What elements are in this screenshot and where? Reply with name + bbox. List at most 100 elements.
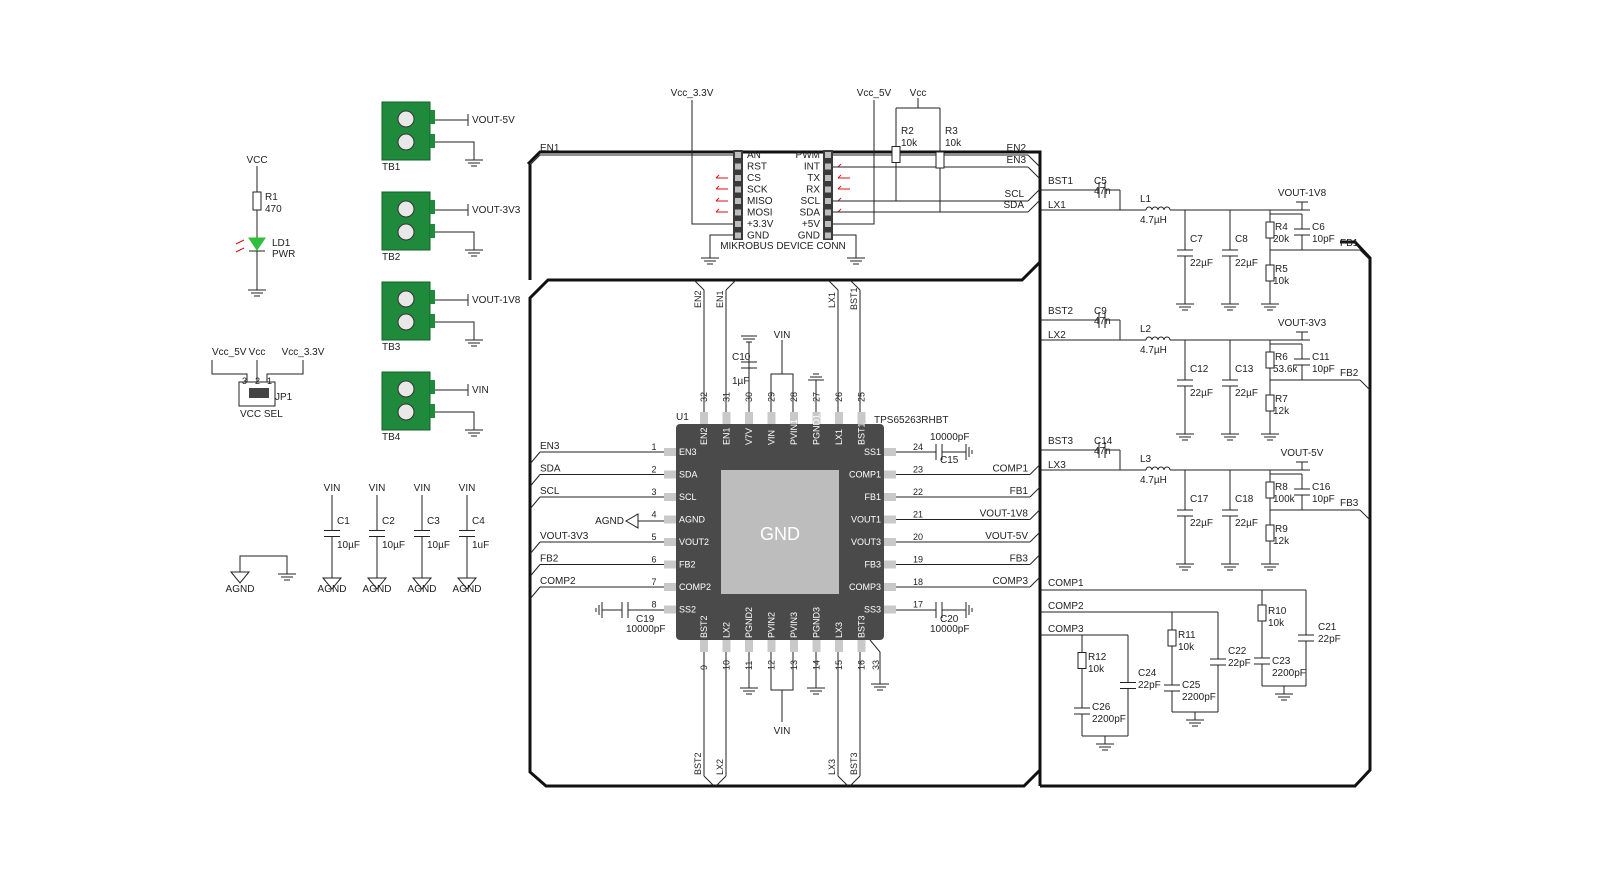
c10-value: 1µF [732, 376, 749, 387]
bootstrap-ref: C14 [1094, 436, 1113, 447]
header-pin [735, 152, 741, 158]
c19-ref: C19 [636, 614, 655, 625]
terminal-gnd-wire [435, 231, 475, 242]
agnd-tie-label: AGND [226, 584, 255, 595]
inductor-ref: L2 [1140, 324, 1152, 335]
r3-resistor [935, 151, 945, 169]
mikrobus-right-label: +5V [802, 219, 820, 230]
chip-pin-name: COMP3 [849, 582, 881, 592]
chip-part-number: TPS65263RHBT [874, 415, 948, 426]
terminal-block [430, 404, 435, 418]
mikrobus-left-label: SCK [747, 185, 768, 196]
header-pin [735, 232, 741, 239]
inductor [1145, 206, 1171, 211]
jumper-pin-number: 2 [255, 376, 260, 386]
vcc5-label: Vcc_5V [857, 88, 892, 99]
chip-pin-bottom [767, 640, 776, 652]
chip-pin-right [884, 560, 896, 569]
c25-value: 2200pF [1182, 692, 1216, 703]
chip-net-label: SCL [540, 486, 560, 497]
chip-pin-number: 3 [651, 487, 656, 497]
feedback-r-bot-value: 12k [1273, 406, 1290, 417]
bus-entry [1027, 154, 1041, 168]
chip-pin-name: PVIN3 [789, 612, 799, 638]
chip-pin-bottom [812, 640, 821, 652]
chip-pin-number: 28 [789, 392, 799, 402]
bst-net-label: BST3 [1048, 436, 1073, 447]
chip-net-label: FB1 [1010, 486, 1029, 497]
vcc-label: Vcc [910, 88, 927, 99]
chip-pin-name: VOUT2 [679, 537, 709, 547]
feedforward-value: 10pF [1312, 364, 1335, 375]
r3-ref: R3 [945, 126, 958, 137]
chip-pin-number: 23 [913, 465, 923, 475]
chip-pin-top [835, 412, 843, 424]
chip-pin-number: 6 [651, 555, 656, 565]
bootstrap-value: 47n [1094, 446, 1111, 457]
bootstrap-value: 47n [1094, 186, 1111, 197]
chip-pin-top [745, 412, 753, 424]
decoupling-agnd [321, 577, 343, 590]
mikrobus-right-label: PWM [796, 150, 820, 161]
chip-pin-number: 26 [834, 392, 844, 402]
vin-bottom-label: VIN [774, 726, 791, 737]
terminal-net-label: VOUT-1V8 [472, 295, 521, 306]
feedback-r-top-ref: R8 [1275, 482, 1288, 493]
led-vcc-label: VCC [246, 155, 267, 166]
chip-pin-top [722, 412, 731, 424]
chip-ref: U1 [676, 412, 689, 423]
chip-pin-left [664, 560, 676, 569]
chip-pin-right [884, 470, 896, 479]
chip-pin-name: AGND [679, 515, 706, 525]
output-cap-value: 22µF [1235, 258, 1258, 269]
vcc33-wire [691, 100, 733, 225]
c26-ref: C26 [1092, 702, 1111, 713]
terminal-gnd-wire [435, 411, 475, 422]
c19-value: 10000pF [626, 624, 665, 635]
chip-net-label: COMP3 [992, 576, 1028, 587]
decoupling-agnd-label: AGND [453, 584, 482, 595]
bus-entry [1029, 486, 1041, 498]
chip-pin-left [664, 515, 676, 524]
terminal-screw [397, 223, 415, 241]
signal-direction-arrow [715, 174, 720, 179]
feedback-r-top-ref: R4 [1275, 222, 1288, 233]
decoupling-agnd-label: AGND [318, 584, 347, 595]
r12-ref: R12 [1088, 652, 1107, 663]
c10-ref: C10 [732, 352, 751, 363]
chip-pin-name: PGND1 [812, 414, 822, 445]
mikrobus-right-label: TX [807, 173, 820, 184]
feedback-r-top-value: 53.6k [1273, 364, 1298, 375]
r11-value: 10k [1178, 642, 1195, 653]
r1-resistor [252, 191, 262, 211]
terminal-screw [397, 403, 415, 421]
mikrobus-right-label: GND [798, 231, 820, 242]
mikrobus-left-label: RST [747, 162, 767, 173]
chip-pin-number: 1 [651, 442, 656, 452]
bus-entry [529, 451, 541, 465]
chip-pin-number: 24 [913, 442, 923, 452]
vcc5-wire [833, 100, 875, 225]
led-light-arrow [235, 247, 245, 253]
en3-label: EN3 [1007, 155, 1027, 166]
header-pin [735, 198, 741, 204]
agnd-tie-symbol [229, 571, 251, 584]
feedback-r-top-value: 100k [1273, 494, 1296, 505]
jumper-wire [211, 360, 248, 384]
comp2-net-label: COMP2 [1048, 601, 1084, 612]
chip-pin-name: VOUT1 [851, 515, 881, 525]
jumper-shunt [249, 388, 269, 398]
r2-value: 10k [901, 138, 918, 149]
feedback-r-bot-value: 12k [1273, 536, 1290, 547]
led-ref: LD1 [272, 238, 291, 249]
r1-value: 470 [265, 204, 282, 215]
terminal-screw [397, 110, 415, 128]
terminal-net-label: VIN [472, 385, 489, 396]
pin33-wire [869, 639, 881, 676]
mikrobus-left-label: MISO [747, 196, 773, 207]
chip-pin-name: EN3 [679, 447, 697, 457]
c24-ref: C24 [1138, 668, 1157, 679]
c23-value: 2200pF [1272, 668, 1306, 679]
bus-entry [693, 279, 705, 291]
